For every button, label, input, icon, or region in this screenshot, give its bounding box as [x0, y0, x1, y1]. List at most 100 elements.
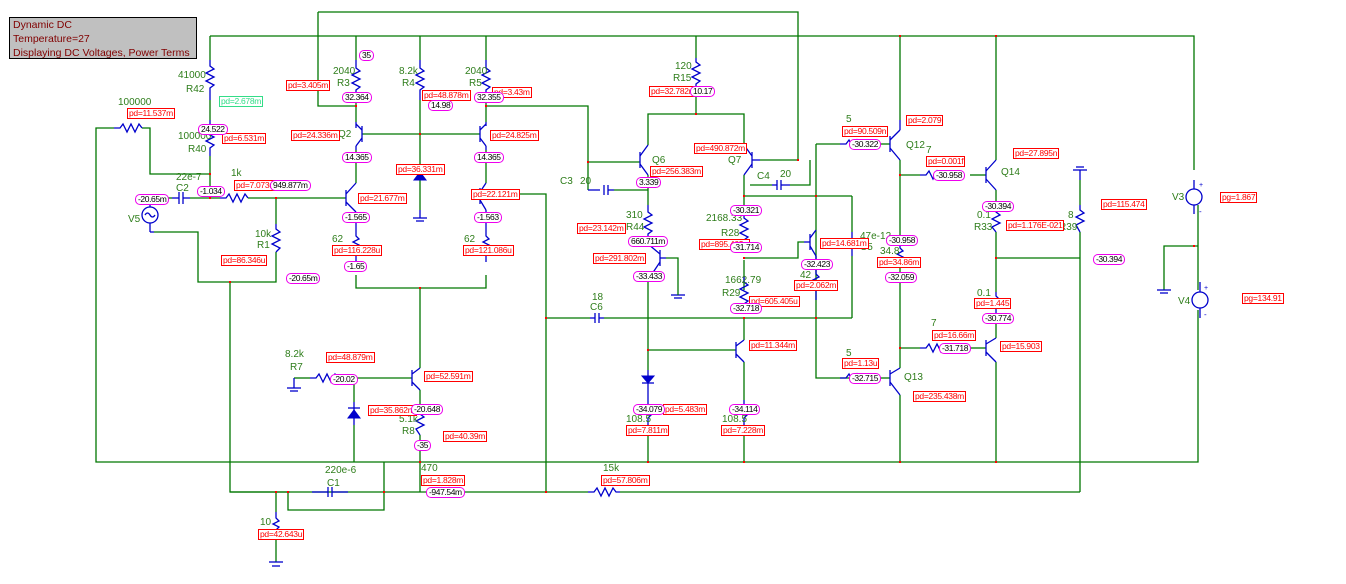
re1-value[interactable]: 62 — [332, 234, 344, 245]
c4-name[interactable]: C4 — [757, 171, 770, 182]
rfb-value[interactable]: 100000 — [118, 97, 152, 108]
c6-name[interactable]: C6 — [590, 302, 603, 313]
rb12-value[interactable]: 5 — [846, 114, 852, 125]
power-term-q4[interactable]: pd=22.121m — [471, 189, 520, 200]
power-term-v3[interactable]: pg=1.867 — [1220, 192, 1258, 203]
power-term-q1[interactable]: pd=21.677m — [358, 193, 407, 204]
power-term-r29[interactable]: pd=605.405u — [749, 296, 800, 307]
power-term-r42b[interactable]: pd=2.062m — [794, 280, 839, 291]
r4-name[interactable]: R4 — [402, 78, 415, 89]
v4-name[interactable]: V4 — [1178, 296, 1191, 307]
power-term-q5[interactable]: pd=52.591m — [424, 371, 473, 382]
power-term-r3[interactable]: pd=3.405m — [286, 80, 331, 91]
node-voltage-q2-emitter[interactable]: 14.365 — [342, 152, 372, 163]
q13-name[interactable]: Q13 — [904, 372, 923, 383]
rbias-value[interactable]: 34.8 — [880, 246, 900, 257]
r40-name[interactable]: R40 — [188, 144, 207, 155]
r39-value[interactable]: 8 — [1068, 210, 1074, 221]
r40-value[interactable]: 100000 — [178, 131, 212, 142]
power-term-q7[interactable]: pd=490.872m — [694, 143, 747, 154]
r44-name[interactable]: R44 — [626, 222, 645, 233]
node-voltage-r3-bottom[interactable]: 32.364 — [342, 92, 372, 103]
r7-name[interactable]: R7 — [290, 362, 303, 373]
c2-name[interactable]: C2 — [176, 183, 189, 194]
c3-value[interactable]: 20 — [580, 176, 592, 187]
node-voltage-r8-bottom[interactable]: -35 — [414, 440, 432, 451]
power-term-q12[interactable]: pd=2.079 — [906, 115, 944, 126]
r3-name[interactable]: R3 — [337, 78, 350, 89]
node-voltage-q9-emitter[interactable]: -32.423 — [801, 259, 834, 270]
node-voltage-q15-emitter[interactable]: -30.774 — [982, 313, 1015, 324]
rb14-value[interactable]: 7 — [926, 145, 932, 156]
node-voltage-v5[interactable]: -20.65m — [135, 194, 170, 205]
rb15-value[interactable]: 7 — [931, 318, 937, 329]
power-term-q14[interactable]: pd=27.895n — [1013, 148, 1060, 159]
r15-name[interactable]: R15 — [673, 73, 692, 84]
node-voltage-r4-bottom[interactable]: 14.98 — [428, 100, 454, 111]
power-term-q6[interactable]: pd=256.383m — [650, 166, 703, 177]
node-voltage-r28-bottom[interactable]: -31.714 — [730, 242, 763, 253]
c5-value[interactable]: 47e-12 — [860, 231, 892, 242]
r44-value[interactable]: 310 — [626, 210, 643, 221]
node-voltage-q8-emitter[interactable]: -33.433 — [633, 271, 666, 282]
r1-value[interactable]: 10k — [255, 229, 272, 240]
r470-value[interactable]: 470 — [421, 463, 438, 474]
power-term-r40[interactable]: pd=6.531m — [222, 133, 267, 144]
node-voltage-vcc[interactable]: 35 — [359, 50, 374, 61]
power-term-r33[interactable]: pd=1.176E-021 — [1006, 220, 1065, 231]
c1-value[interactable]: 220e-6 — [325, 465, 357, 476]
r28-value[interactable]: 2168.33 — [706, 213, 743, 224]
node-voltage-rin-out[interactable]: 949.877m — [270, 180, 311, 191]
power-term-re1[interactable]: pd=116.228u — [332, 245, 382, 256]
re2-value[interactable]: 62 — [464, 234, 476, 245]
power-term-q13[interactable]: pd=235.438m — [913, 391, 966, 402]
c3-name[interactable]: C3 — [560, 176, 573, 187]
node-voltage-q5-base[interactable]: -20.02 — [330, 374, 358, 385]
power-term-r39[interactable]: pd=115.474 — [1101, 199, 1147, 210]
c6-value[interactable]: 18 — [592, 292, 604, 303]
node-voltage-q12-base[interactable]: -30.322 — [849, 139, 882, 150]
r15k-value[interactable]: 15k — [603, 463, 620, 474]
power-term-q2[interactable]: pd=24.336m — [291, 130, 340, 141]
r39-name[interactable]: R39 — [1059, 222, 1078, 233]
r29-name[interactable]: R29 — [722, 288, 741, 299]
q12-name[interactable]: Q12 — [906, 140, 925, 151]
r33-name[interactable]: R33 — [974, 222, 993, 233]
node-voltage-r28-top[interactable]: -30.321 — [730, 205, 763, 216]
q14-name[interactable]: Q14 — [1001, 167, 1020, 178]
q2-name[interactable]: Q2 — [338, 129, 352, 140]
node-voltage-q15-base[interactable]: -31.718 — [939, 343, 972, 354]
power-term-v4[interactable]: pg=134.91 — [1242, 293, 1284, 304]
r5-name[interactable]: R5 — [469, 78, 482, 89]
rin-value[interactable]: 1k — [231, 168, 242, 179]
power-term-q8[interactable]: pd=291.802m — [593, 253, 646, 264]
c4-value[interactable]: 20 — [780, 169, 792, 180]
power-term-rd2[interactable]: pd=7.228m — [721, 425, 766, 436]
r42b-value[interactable]: 42 — [800, 270, 812, 281]
power-term-r470[interactable]: pd=1.828m — [421, 475, 466, 486]
node-voltage-r42-r40[interactable]: 24.522 — [198, 124, 228, 135]
r29-value[interactable]: 1662.79 — [725, 275, 762, 286]
power-term-q3[interactable]: pd=24.825m — [490, 130, 539, 141]
r8-name[interactable]: R8 — [402, 426, 415, 437]
node-voltage-r29-bottom[interactable]: -32.718 — [730, 303, 763, 314]
node-voltage-q6-emitter[interactable]: 3.339 — [636, 177, 662, 188]
node-voltage-r44-bottom[interactable]: 660.711m — [628, 236, 668, 247]
power-term-rfb[interactable]: pd=11.537m — [127, 108, 175, 119]
node-voltage-rbias-bottom[interactable]: -32.059 — [885, 272, 918, 283]
node-voltage-q13-base[interactable]: -32.715 — [849, 373, 882, 384]
r3-value[interactable]: 2040 — [333, 66, 356, 77]
node-voltage-c2[interactable]: -1.034 — [197, 186, 225, 197]
r34-value[interactable]: 0.1 — [977, 288, 991, 299]
power-term-r7[interactable]: pd=48.879m — [326, 352, 375, 363]
v5-name[interactable]: V5 — [128, 214, 141, 225]
power-term-rb15[interactable]: pd=16.66m — [932, 330, 977, 341]
node-voltage-output[interactable]: -30.394 — [1093, 254, 1126, 265]
power-term-diode[interactable]: pd=5.483m — [663, 404, 708, 415]
r33-value[interactable]: 0.1 — [977, 210, 991, 221]
power-term-rb12[interactable]: pd=90.509n — [842, 126, 889, 137]
node-voltage-r5-bottom[interactable]: 32.355 — [474, 92, 504, 103]
q6-name[interactable]: Q6 — [652, 155, 666, 166]
node-voltage-q5-emitter[interactable]: -20.648 — [411, 404, 444, 415]
r8-value[interactable]: 5.1k — [399, 414, 418, 425]
